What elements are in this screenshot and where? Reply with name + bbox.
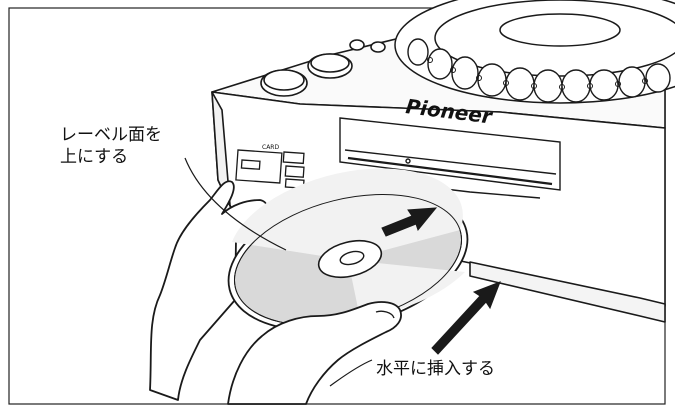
disc-hole <box>339 250 365 266</box>
horizontal-arrow-icon <box>431 281 501 355</box>
horizontal-leader <box>329 359 373 387</box>
right-hand <box>227 301 402 405</box>
card-slot-area <box>235 149 305 189</box>
jog-ring-buttons <box>407 38 671 103</box>
card-label: CARD <box>262 144 279 151</box>
top-panel-buttons <box>260 39 386 97</box>
insert-horizontally-text: 水平に挿入する <box>376 359 495 379</box>
insert-arrow-icon <box>381 207 438 237</box>
label-side-leader <box>184 157 287 251</box>
jog-ring-dots <box>427 57 648 90</box>
disc-slot <box>339 117 561 199</box>
label-side-line-1: レーベル面を <box>60 125 162 145</box>
label-side-line-2: 上にする <box>60 147 129 167</box>
label-side-up-text: レーベル面を 上にする <box>60 124 162 168</box>
